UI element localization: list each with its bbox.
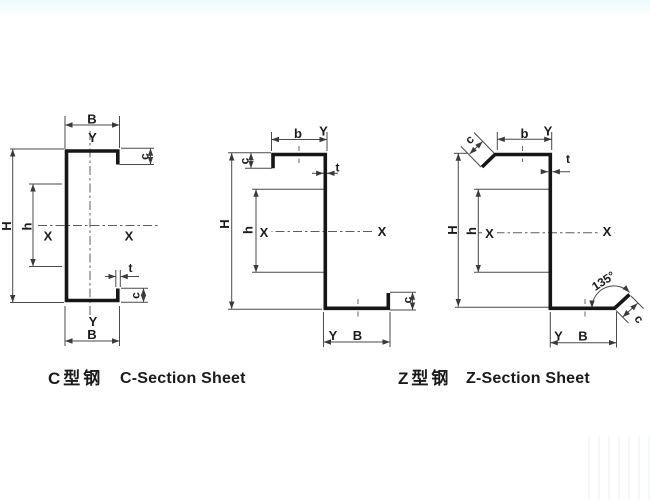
label-flange-width-bottom: B xyxy=(87,327,96,342)
label-height: H xyxy=(0,221,14,230)
z-section-diagram: b Y c H h t X X c Y B xyxy=(217,124,416,347)
label-axis-y-top: Y xyxy=(88,130,97,145)
ext-line xyxy=(630,295,644,309)
angle-arc xyxy=(589,285,630,309)
label-flange-width-top: b xyxy=(294,126,302,141)
bottom-right-artifact xyxy=(588,436,650,500)
ext-line xyxy=(460,146,482,168)
top-tint-band xyxy=(0,0,650,18)
label-flange-width-bottom: B xyxy=(578,329,587,344)
label-thickness: t xyxy=(566,152,570,166)
label-axis-y-bottom: Y xyxy=(554,329,563,344)
label-axis-x-right: X xyxy=(603,224,612,239)
z-angled-profile-path xyxy=(480,152,631,311)
label-lip-angle: 135° xyxy=(589,268,618,293)
label-lip-top: c xyxy=(462,132,477,147)
caption-z-section-zh: Z型钢 xyxy=(398,368,451,388)
label-mask xyxy=(256,224,272,240)
label-thickness: t xyxy=(129,261,133,275)
label-lip-top: c xyxy=(238,157,252,164)
caption-c-section-zh: C型钢 xyxy=(48,368,103,388)
label-axis-x-left: X xyxy=(44,229,53,244)
z-section-angled-diagram: c b Y t H h X X 135° c Y B Z型钢 Z-Section… xyxy=(398,124,647,389)
label-lip-bottom: c xyxy=(401,296,415,303)
label-axis-y-top: Y xyxy=(544,124,553,139)
label-inner-height: h xyxy=(464,227,479,235)
dim-line-c-top xyxy=(469,141,483,155)
label-axis-x-right: X xyxy=(378,224,387,239)
label-mask xyxy=(482,226,497,241)
ext-line xyxy=(473,132,495,154)
label-axis-x-left: X xyxy=(485,226,494,241)
dim-line-c-bottom xyxy=(622,302,638,318)
label-mask xyxy=(374,223,390,239)
label-height: H xyxy=(445,225,460,234)
label-inner-height: h xyxy=(20,222,35,230)
label-height: H xyxy=(217,219,232,228)
label-axis-y-bottom: Y xyxy=(329,328,338,343)
label-lip-bottom: c xyxy=(129,292,143,299)
label-mask xyxy=(599,224,615,239)
label-lip-top: c xyxy=(138,153,152,160)
c-profile-path xyxy=(64,149,120,303)
label-axis-y-top: Y xyxy=(319,124,328,139)
z-profile-path xyxy=(271,152,391,311)
label-axis-y-bottom: Y xyxy=(89,314,98,329)
label-lip-bottom: c xyxy=(631,312,646,326)
ext-line xyxy=(615,310,629,324)
caption-z-section-en: Z-Section Sheet xyxy=(466,370,590,387)
label-flange-width-bottom: B xyxy=(353,328,362,343)
label-thickness: t xyxy=(336,161,340,175)
label-flange-width-top: B xyxy=(87,112,96,127)
label-inner-height: h xyxy=(241,226,256,234)
label-axis-x-left: X xyxy=(260,225,269,240)
label-flange-width-top: b xyxy=(521,126,529,141)
label-axis-x-right: X xyxy=(125,229,134,244)
c-section-diagram: B Y c H h X X t c Y B C型钢 C-Section Shee… xyxy=(0,112,246,389)
caption-c-section-en: C-Section Sheet xyxy=(120,370,246,387)
